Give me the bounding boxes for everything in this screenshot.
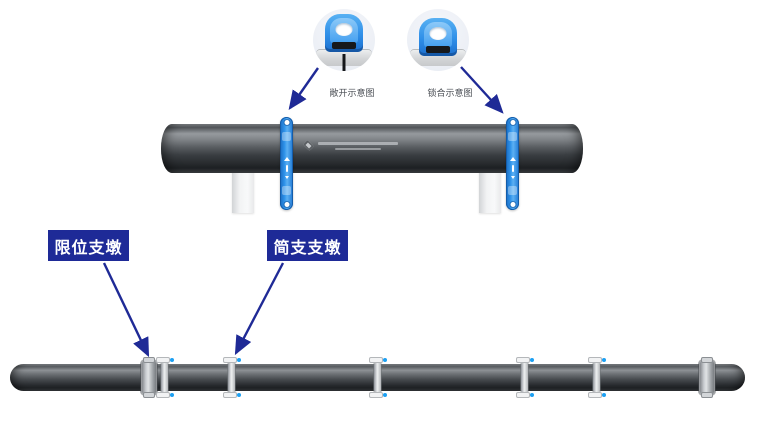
coupling-tab-top	[517, 358, 529, 362]
label-limit-support: 限位支墩	[48, 230, 129, 261]
caption-closed-state: 锁合示意图	[427, 88, 473, 98]
blue-dot-bottom	[602, 393, 606, 397]
pipe-coupling	[517, 358, 534, 397]
coupling-tab-bottom	[589, 393, 601, 397]
clamp-jaw-slot	[332, 42, 356, 49]
clamp-label-band	[282, 132, 291, 141]
blue-dot-top	[602, 358, 606, 362]
clamp-label-band	[282, 186, 291, 195]
clamp-lug-hole	[284, 120, 289, 125]
brand-diamond-logo	[303, 140, 314, 151]
coupling-tab-bottom	[224, 393, 236, 397]
blue-clamp-ring	[280, 117, 293, 210]
clamp-mark	[285, 165, 288, 172]
arrow-up-mark	[283, 157, 290, 161]
coupling-tab-bottom	[370, 393, 382, 397]
clamp-lug-hole	[284, 202, 289, 207]
clamp-label-band	[508, 132, 517, 141]
pipe-print	[303, 140, 398, 151]
callout-clamp-closed	[407, 9, 469, 71]
blue-dot-top	[237, 358, 241, 362]
caption-open-state: 敞开示意图	[329, 88, 375, 98]
clamp-tab-top	[702, 358, 712, 362]
pipe-coupling	[157, 358, 174, 397]
pipe-print-line	[335, 147, 381, 150]
arrow-down-mark	[510, 176, 515, 179]
limit-clamp	[141, 358, 157, 397]
blue-dot-top	[170, 358, 174, 362]
clamp-buckle-closed-icon	[419, 18, 457, 56]
coupling-tab-top	[157, 358, 169, 362]
blue-clamp-ring	[506, 117, 519, 210]
clamp-handle-hole	[429, 27, 447, 40]
limit-clamp	[699, 358, 715, 397]
pipe-print-text	[318, 141, 398, 150]
clamp-open-pin	[342, 54, 346, 71]
clamp-lug-hole	[510, 120, 515, 125]
arrow-down-mark	[284, 176, 289, 179]
clamp-handle-hole	[335, 23, 353, 36]
clamp-buckle-open-icon	[325, 14, 363, 52]
pipe-print-line	[318, 141, 398, 145]
clamp-jaw-slot	[426, 46, 450, 53]
callout-clamp-open	[313, 9, 375, 71]
blue-dot-top	[530, 358, 534, 362]
pipe-coupling	[589, 358, 606, 397]
clamp-mark	[511, 165, 514, 172]
clamp-tab-bottom	[702, 393, 712, 397]
pipe-coupling	[224, 358, 241, 397]
blue-dot-bottom	[170, 393, 174, 397]
label-simple-support: 简支支墩	[267, 230, 348, 261]
coupling-tab-bottom	[157, 393, 169, 397]
arrow-limit-support	[102, 262, 150, 358]
clamp-tab-top	[144, 358, 154, 362]
coupling-tab-top	[370, 358, 382, 362]
coupling-tab-top	[224, 358, 236, 362]
arrow-up-mark	[509, 157, 516, 161]
coupling-tab-bottom	[517, 393, 529, 397]
pipe-coupling	[370, 358, 387, 397]
coupling-tab-top	[589, 358, 601, 362]
pipe-segment-detail	[161, 124, 583, 173]
blue-dot-bottom	[237, 393, 241, 397]
clamp-label-band	[508, 186, 517, 195]
blue-dot-bottom	[383, 393, 387, 397]
clamp-tab-bottom	[144, 393, 154, 397]
blue-dot-top	[383, 358, 387, 362]
bottom-supports	[0, 358, 759, 397]
blue-dot-bottom	[530, 393, 534, 397]
clamp-lug-hole	[510, 202, 515, 207]
arrow-simple-support	[234, 262, 285, 356]
